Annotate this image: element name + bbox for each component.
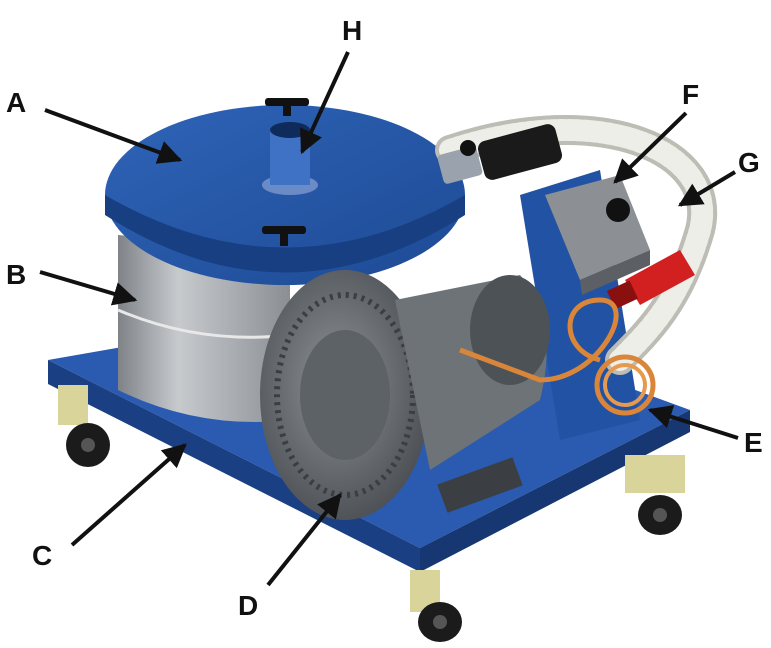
- arrow-h: [300, 51, 350, 155]
- arrow-d: [266, 493, 342, 587]
- label-b: B: [6, 259, 26, 290]
- label-e: E: [744, 427, 763, 458]
- label-c: C: [32, 540, 52, 571]
- label-a: A: [6, 87, 26, 118]
- arrow-b: [39, 270, 138, 306]
- label-d: D: [238, 590, 258, 621]
- blower-motor: [260, 270, 550, 520]
- caster-wheel-right: [625, 455, 685, 535]
- arrow-f: [613, 111, 688, 184]
- label-f: F: [682, 79, 699, 110]
- arrow-e: [647, 405, 739, 440]
- label-g: G: [738, 147, 760, 178]
- arrow-g: [677, 170, 737, 207]
- caster-wheel-front-left: [58, 385, 110, 467]
- control-box: [545, 175, 650, 295]
- lid-handle-front: [262, 226, 306, 246]
- lid-handle-back: [265, 98, 309, 116]
- arrow-a: [44, 108, 183, 164]
- inlet-pipe: [262, 122, 318, 195]
- arrow-c: [70, 443, 187, 547]
- lid: [105, 98, 465, 285]
- callout-labels: A B C D E F G H: [6, 15, 763, 621]
- red-plug: [606, 250, 695, 310]
- label-h: H: [342, 15, 362, 46]
- copper-tube: [459, 297, 656, 416]
- callout-arrows: [39, 51, 739, 587]
- caster-wheel-front-middle: [410, 570, 462, 642]
